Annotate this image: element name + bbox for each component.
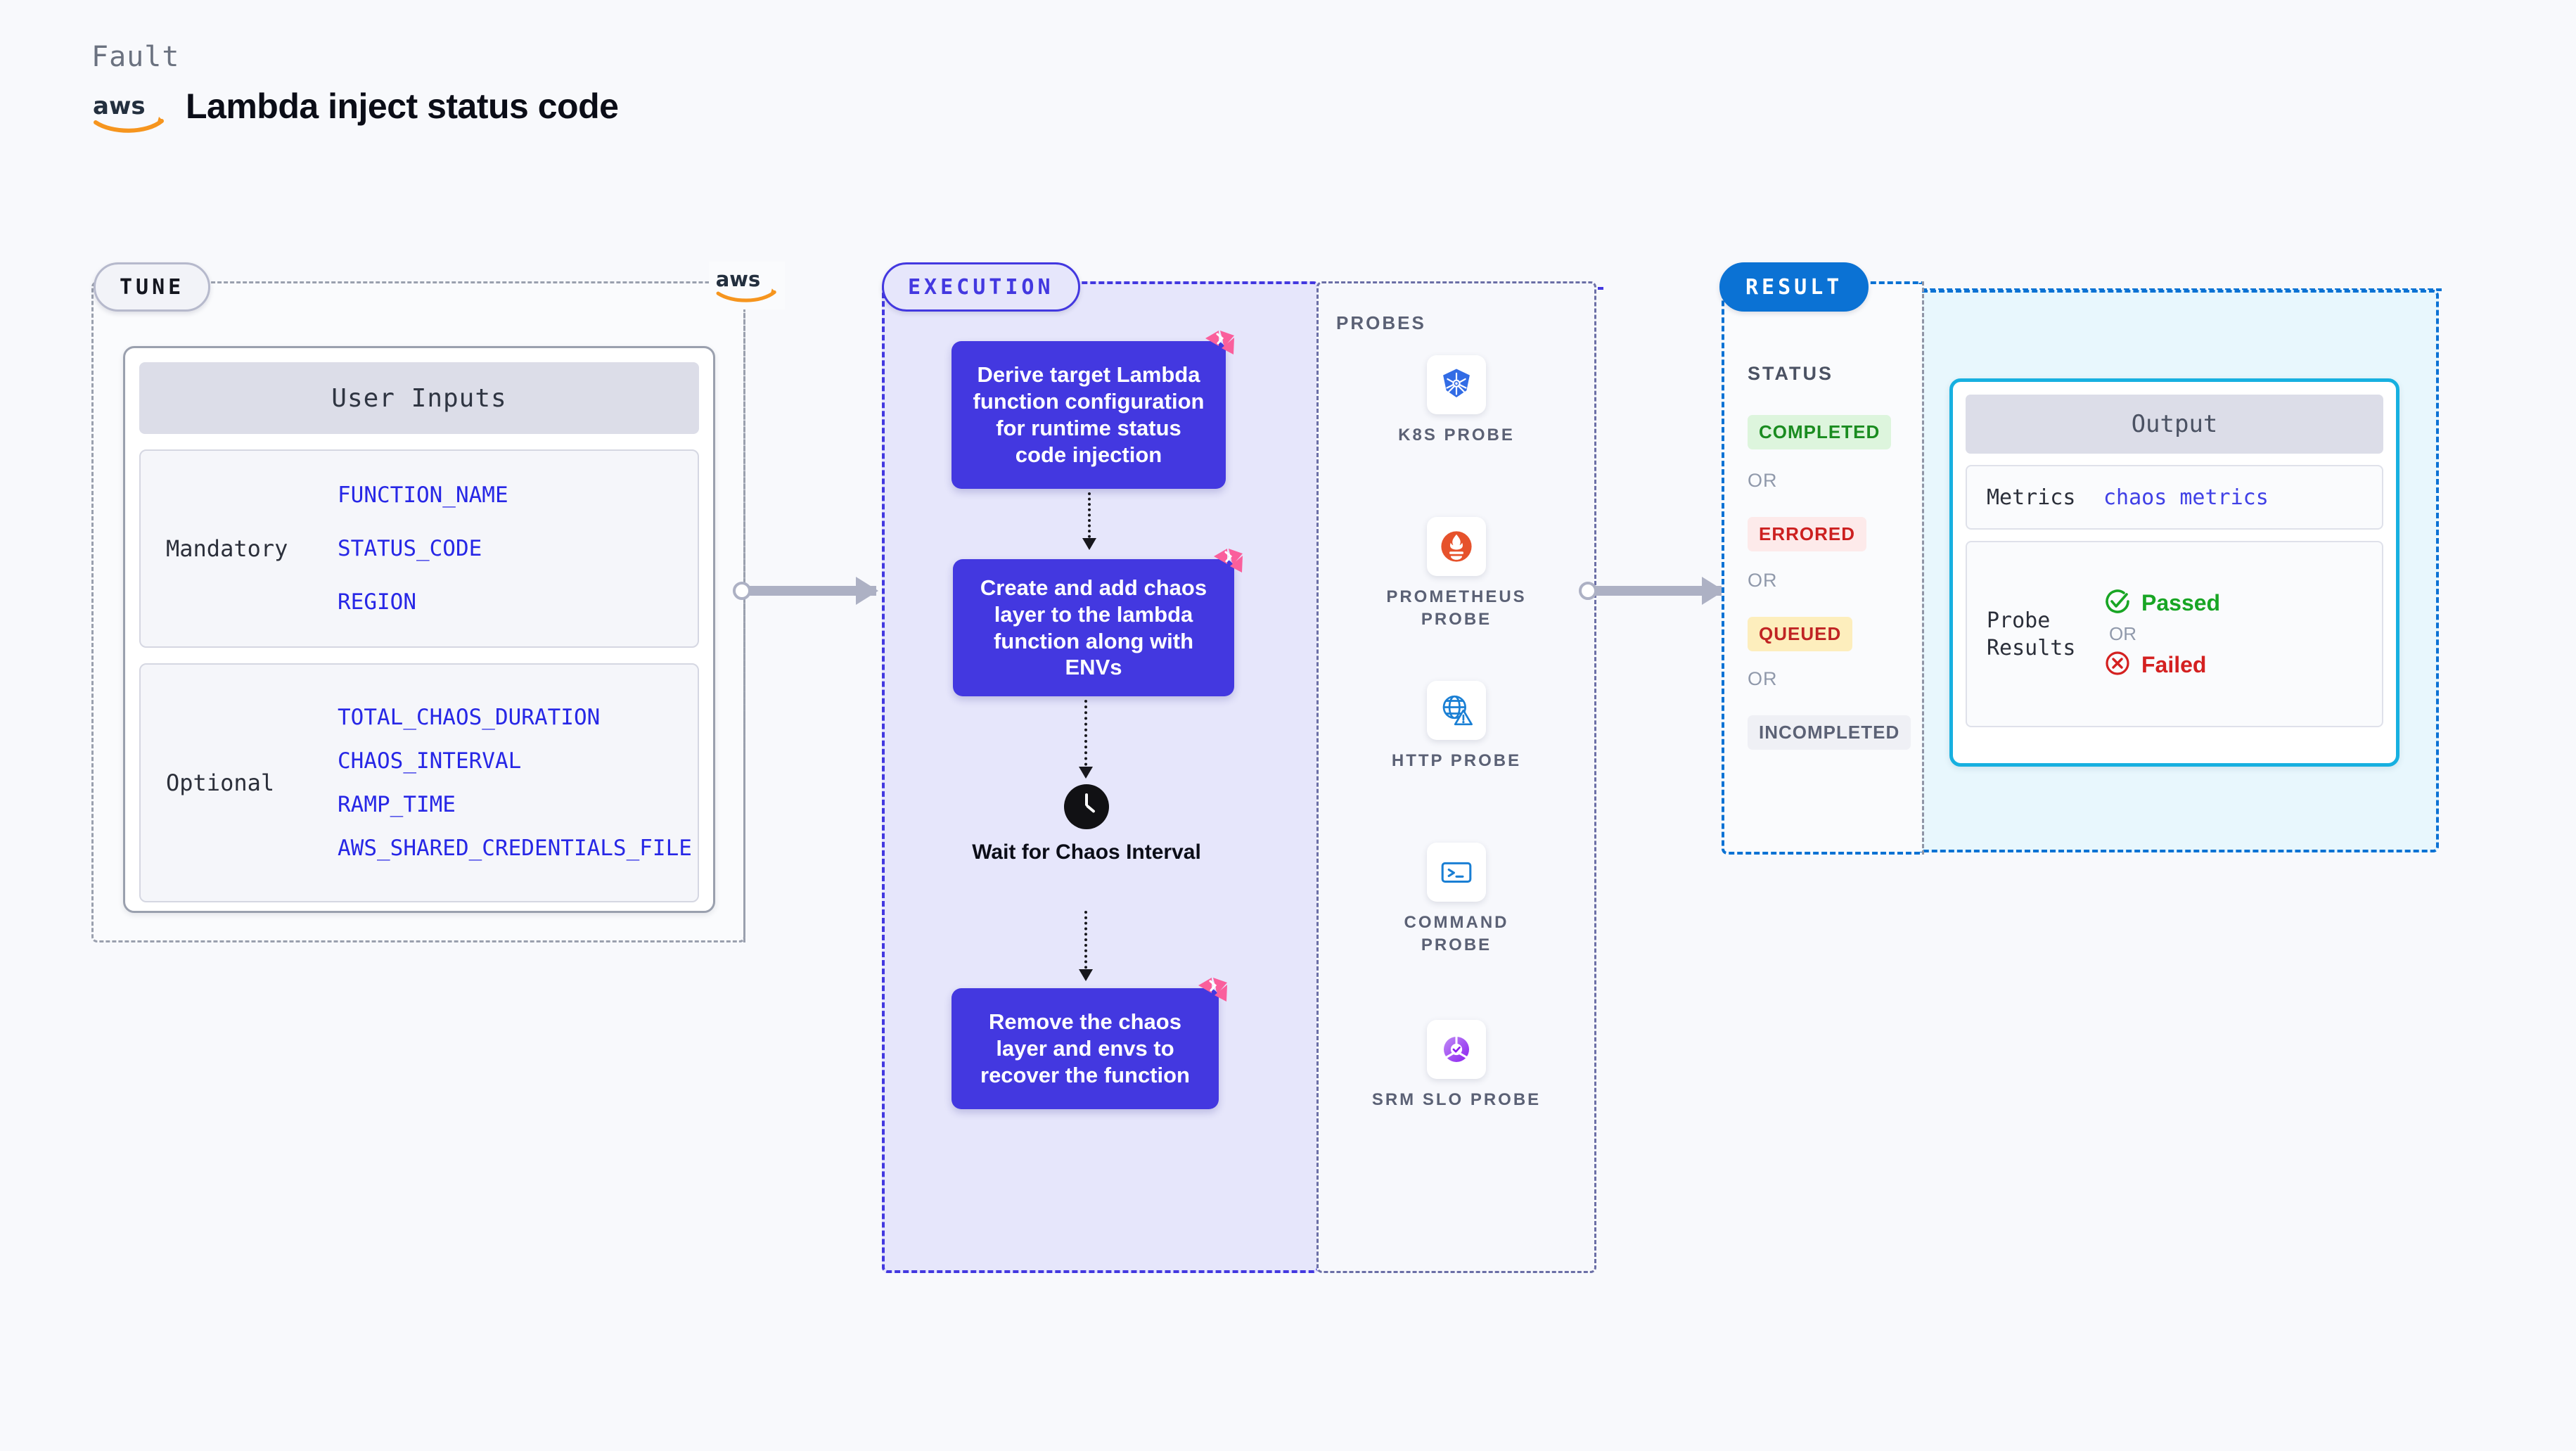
probe-item-srm-slo[interactable]: SRM SLO PROBE xyxy=(1369,1020,1544,1111)
output-probe-results-row: Probe Results Passed OR xyxy=(1966,541,2383,727)
svg-text:aws: aws xyxy=(716,267,761,291)
result-status-panel xyxy=(1722,281,1922,855)
execution-arrow-3 xyxy=(1079,911,1093,981)
execution-step-label: Derive target Lambda function configurat… xyxy=(973,362,1205,467)
param-function-name: FUNCTION_NAME xyxy=(338,482,508,508)
metrics-label: Metrics xyxy=(1987,485,2076,510)
probe-label: K8S PROBE xyxy=(1398,426,1515,445)
execution-step-3: Remove the chaos layer and envs to recov… xyxy=(951,978,1227,1109)
param-total-chaos-duration: TOTAL_CHAOS_DURATION xyxy=(338,704,601,730)
param-group-optional: Optional TOTAL_CHAOS_DURATION CHAOS_INTE… xyxy=(139,663,699,902)
terminal-icon xyxy=(1427,843,1486,902)
result-section-pill[interactable]: RESULT xyxy=(1719,262,1869,312)
probe-result-passed: Passed xyxy=(2103,587,2220,619)
aws-logo-badge: aws xyxy=(709,262,785,309)
status-or-label: OR xyxy=(1748,668,1778,689)
probe-item-command[interactable]: COMMAND PROBE xyxy=(1369,843,1544,957)
chaos-ribbon-icon xyxy=(1196,976,1229,1005)
probe-result-or-label: OR xyxy=(2109,623,2136,644)
execution-step-1: Derive target Lambda function configurat… xyxy=(951,331,1234,489)
status-or-label: OR xyxy=(1748,570,1778,591)
tune-section-pill[interactable]: TUNE xyxy=(94,262,211,312)
probes-title: PROBES xyxy=(1336,312,1426,333)
result-status-divider xyxy=(1922,281,1924,855)
check-circle-icon xyxy=(2103,587,2132,619)
probe-label: HTTP PROBE xyxy=(1391,751,1522,770)
execution-section-pill[interactable]: EXECUTION xyxy=(882,262,1080,312)
kubernetes-icon xyxy=(1427,355,1486,414)
probe-label: PROMETHEUS PROBE xyxy=(1386,587,1527,629)
execution-arrow-1 xyxy=(1082,492,1096,550)
probe-results-label: Probe Results xyxy=(1987,608,2076,660)
param-group-role: Mandatory xyxy=(166,535,288,562)
param-group-mandatory: Mandatory FUNCTION_NAME STATUS_CODE REGI… xyxy=(139,449,699,648)
chaos-ribbon-icon xyxy=(1212,546,1244,576)
execution-step-2: Create and add chaos layer to the lambda… xyxy=(953,549,1243,696)
page-header: Fault aws Lambda inject status code xyxy=(91,41,619,135)
execution-arrow-2 xyxy=(1079,700,1093,779)
wait-for-chaos-interval-node: Wait for Chaos Interval xyxy=(970,784,1203,866)
http-globe-warning-icon xyxy=(1427,681,1486,740)
status-badge-errored: ERRORED xyxy=(1748,517,1867,551)
probe-result-failed-label: Failed xyxy=(2141,652,2207,677)
user-inputs-card: User Inputs Mandatory FUNCTION_NAME STAT… xyxy=(123,346,715,913)
aws-logo: aws xyxy=(91,91,167,135)
param-region: REGION xyxy=(338,589,416,615)
probe-label: SRM SLO PROBE xyxy=(1371,1090,1542,1109)
output-title: Output xyxy=(1966,395,2383,454)
probe-item-k8s[interactable]: K8S PROBE xyxy=(1369,355,1544,447)
param-group-role: Optional xyxy=(166,769,275,796)
x-circle-icon xyxy=(2103,649,2132,681)
param-chaos-interval: CHAOS_INTERVAL xyxy=(338,748,522,774)
page-title: Lambda inject status code xyxy=(186,87,619,126)
execution-step-label: Create and add chaos layer to the lambda… xyxy=(980,575,1207,680)
execution-step-label: Remove the chaos layer and envs to recov… xyxy=(980,1009,1190,1087)
probe-result-failed: Failed xyxy=(2103,649,2220,681)
probe-result-passed-label: Passed xyxy=(2141,590,2221,615)
param-aws-shared-credentials-file: AWS_SHARED_CREDENTIALS_FILE xyxy=(338,836,692,862)
param-ramp-time: RAMP_TIME xyxy=(338,792,456,817)
user-inputs-title: User Inputs xyxy=(139,362,699,434)
status-badge-queued: QUEUED xyxy=(1748,617,1853,651)
wait-node-label: Wait for Chaos Interval xyxy=(972,840,1201,864)
output-card: Output Metrics chaos metrics Probe Resul… xyxy=(1949,378,2399,767)
probes-panel xyxy=(1316,281,1596,1273)
probe-item-prometheus[interactable]: PROMETHEUS PROBE xyxy=(1369,517,1544,632)
output-metrics-row: Metrics chaos metrics xyxy=(1966,465,2383,530)
status-title: STATUS xyxy=(1748,363,1833,384)
svg-text:aws: aws xyxy=(93,92,146,120)
fault-label: Fault xyxy=(91,41,180,73)
clock-icon xyxy=(1064,784,1109,829)
probe-label: COMMAND PROBE xyxy=(1404,913,1509,955)
tune-right-divider xyxy=(743,281,745,942)
srm-slo-icon xyxy=(1427,1020,1486,1079)
probe-item-http[interactable]: HTTP PROBE xyxy=(1369,681,1544,772)
metrics-value: chaos metrics xyxy=(2103,485,2269,510)
status-badge-completed: COMPLETED xyxy=(1748,415,1892,449)
chaos-ribbon-icon xyxy=(1203,328,1236,358)
param-status-code: STATUS_CODE xyxy=(338,535,482,561)
prometheus-icon xyxy=(1427,517,1486,576)
status-badge-incompleted: INCOMPLETED xyxy=(1748,715,1911,750)
status-or-label: OR xyxy=(1748,470,1778,491)
